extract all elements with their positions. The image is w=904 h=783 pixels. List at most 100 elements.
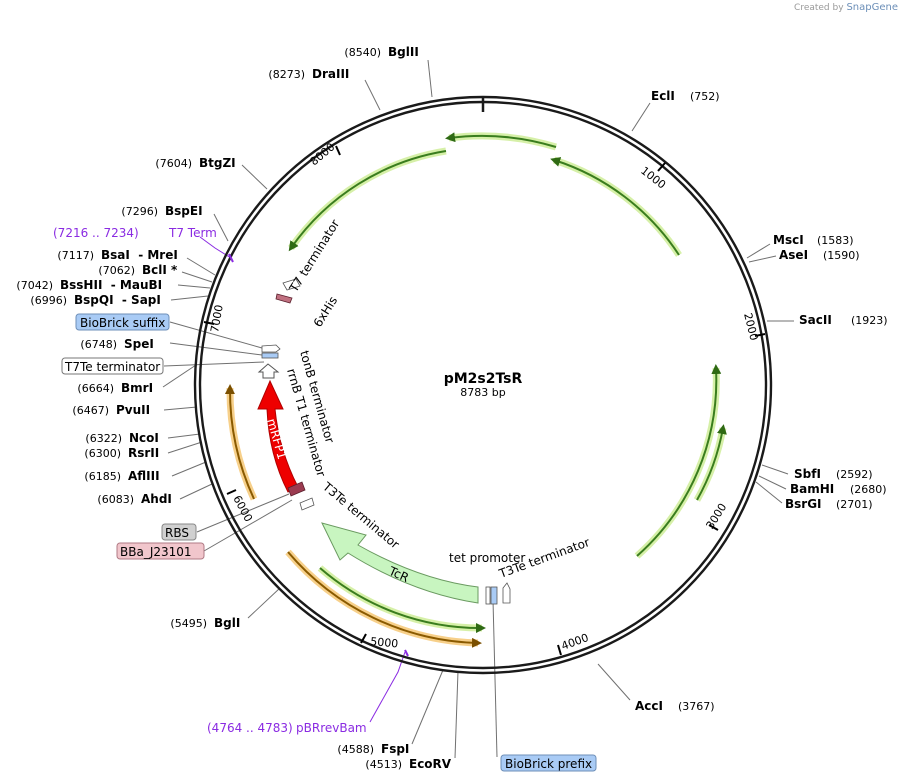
leader-btgzi xyxy=(241,164,268,190)
leader-biobrick-suffix xyxy=(169,321,263,349)
biobrick-prefix-box xyxy=(500,754,597,772)
site-bspqi-pos: (6996) xyxy=(30,294,67,307)
site-ecorv: EcoRV xyxy=(409,757,452,771)
leader-bmri xyxy=(162,364,197,388)
leader-t7te xyxy=(163,361,265,367)
orf-arc-3 xyxy=(550,157,680,256)
rbs-marker xyxy=(287,481,306,497)
leader-sbfi xyxy=(761,464,789,475)
site-ecorv-pos: (4513) xyxy=(365,758,402,771)
site-pvuii: PvuII xyxy=(116,403,150,417)
mrfp1-arrow xyxy=(257,379,299,493)
leader-afliii xyxy=(171,461,207,477)
site-bsshii-pos: (7042) xyxy=(16,279,53,292)
pbrrevbam-site-mark xyxy=(404,649,409,657)
rrnb-terminator-marker xyxy=(257,363,280,379)
site-sacii: SacII xyxy=(799,313,832,327)
leader-bgli xyxy=(247,587,281,619)
rbs-label: RBS xyxy=(165,526,189,540)
leader-msci xyxy=(746,243,771,259)
bba-label: BBa_J23101 xyxy=(120,545,192,559)
plasmid-length: 8783 bp xyxy=(460,386,505,399)
site-bsrgi: BsrGI xyxy=(785,497,822,511)
tet-promoter-label: tet promoter xyxy=(449,551,525,565)
biobrick-suffix-label: BioBrick suffix xyxy=(80,316,165,330)
site-pvuii-pos: (6467) xyxy=(72,404,109,417)
site-bgli: BglI xyxy=(214,616,240,630)
orf-arc-1 xyxy=(288,150,447,252)
leader-pvuii xyxy=(163,406,198,411)
tick-4000 xyxy=(557,644,562,656)
biobrick-suffix-box xyxy=(75,313,170,331)
leader-ecorv xyxy=(454,670,459,759)
site-spei: SpeI xyxy=(124,337,154,351)
tick-1000 xyxy=(657,162,666,172)
tonb-terminator-marker xyxy=(261,344,281,353)
biobrick-prefix-label: BioBrick prefix xyxy=(505,757,592,771)
site-bspqi-sapi: BspQI - SapI xyxy=(74,293,161,307)
t7te-terminator-box xyxy=(61,357,164,375)
leader-bamhi xyxy=(758,475,787,490)
site-ncoi: NcoI xyxy=(129,431,159,445)
leader-ncoi xyxy=(167,433,201,439)
leader-bglii xyxy=(427,59,433,98)
site-bgli-pos: (5495) xyxy=(170,617,207,630)
site-afliii-pos: (6185) xyxy=(84,470,121,483)
site-bglii-pos: (8540) xyxy=(344,46,381,59)
orf-arc-4 xyxy=(636,364,722,557)
site-msci: MscI xyxy=(773,233,804,247)
tet-promoter-marker xyxy=(485,586,491,605)
orf-arc-8-glow xyxy=(226,387,258,501)
t7term-range: (7216 .. 7234) xyxy=(53,226,139,240)
tcr-arrow xyxy=(321,522,479,604)
site-asei: AseI xyxy=(779,248,808,262)
site-asei-pos: (1590) xyxy=(823,249,860,262)
plasmid-title: pM2s2TsR 8783 bp xyxy=(444,371,523,399)
tick-label-3000: 3000 xyxy=(704,501,730,532)
orf-arc-2 xyxy=(445,132,557,148)
t7-terminator-marker xyxy=(282,278,301,291)
site-btgzi: BtgZI xyxy=(199,156,236,170)
leader-lines xyxy=(162,59,794,759)
orf-arc-5 xyxy=(696,424,727,501)
leader-acci xyxy=(597,663,631,701)
tick-label-5000: 5000 xyxy=(370,635,399,650)
leader-draiii xyxy=(364,79,381,111)
leader-bba xyxy=(203,499,293,552)
tick-8000 xyxy=(335,145,341,156)
biobrick-prefix-marker xyxy=(490,586,498,605)
site-ecli: EclI xyxy=(651,89,675,103)
site-bsshii-maubi: BssHII - MauBI xyxy=(60,278,162,292)
leader-bsshii xyxy=(177,284,211,289)
sites-left: (8540) BglII (8273) DraIII (7604) BtgZI … xyxy=(16,45,451,771)
leader-rbs xyxy=(196,493,290,533)
t3te-right-marker xyxy=(502,582,511,604)
plasmid-name: pM2s2TsR xyxy=(444,371,523,387)
leader-bspei xyxy=(213,213,229,242)
site-sacii-pos: (1923) xyxy=(851,314,888,327)
site-bmri-pos: (6664) xyxy=(77,382,114,395)
leader-bspqi xyxy=(170,295,209,301)
orf-arc-4-glow xyxy=(634,367,720,559)
site-msci-pos: (1583) xyxy=(817,234,854,247)
site-ahdi-pos: (6083) xyxy=(97,493,134,506)
site-draiii: DraIII xyxy=(312,67,349,81)
site-bsrgi-pos: (2701) xyxy=(836,498,873,511)
leader-bsai xyxy=(186,257,216,276)
site-acci: AccI xyxy=(635,699,663,713)
site-fspi-pos: (4588) xyxy=(337,743,374,756)
orf-arc-7 xyxy=(287,551,482,648)
site-draiii-pos: (8273) xyxy=(268,68,305,81)
ticks xyxy=(203,145,766,656)
snapgene-credit: Created by SnapGene xyxy=(794,2,898,13)
site-ecli-pos: (752) xyxy=(690,90,720,103)
tick-7000 xyxy=(203,321,215,325)
site-ahdi: AhdI xyxy=(141,492,172,506)
backbone xyxy=(193,95,773,675)
credit-prefix: Created by xyxy=(794,3,844,13)
site-sbfi: SbfI xyxy=(794,467,821,481)
site-bspei-pos: (7296) xyxy=(121,205,158,218)
t7-terminator-label: T7 terminator xyxy=(286,217,342,295)
credit-brand: SnapGene xyxy=(846,2,898,13)
